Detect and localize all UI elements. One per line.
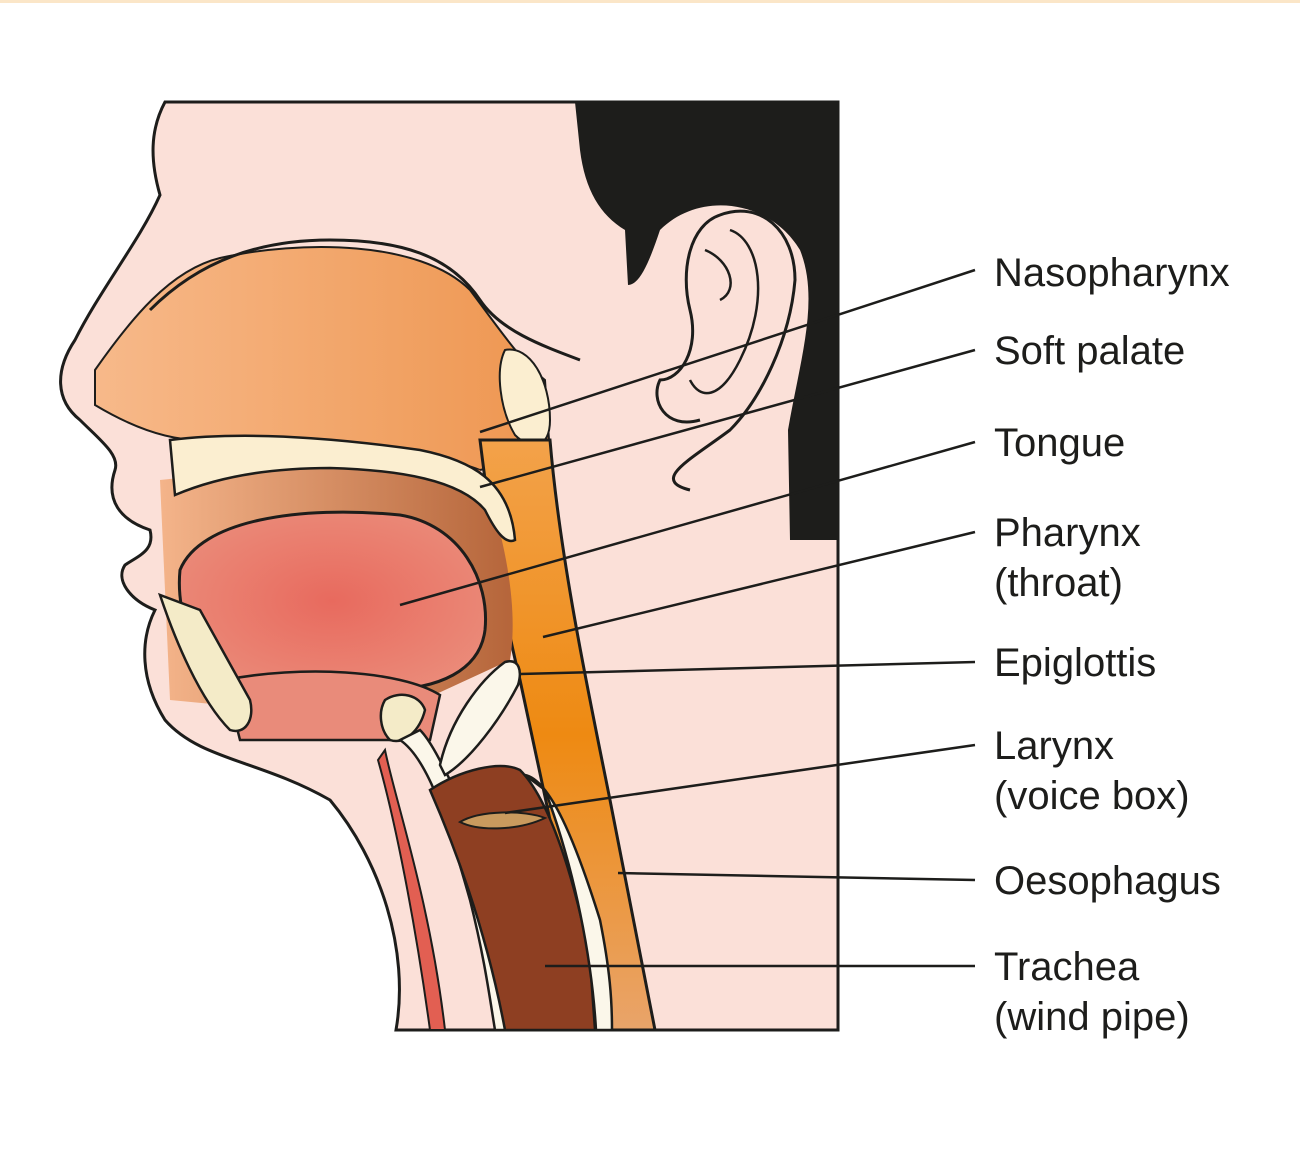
hard-palate bbox=[168, 434, 517, 543]
leader-oesophagus bbox=[617, 871, 976, 882]
label-nasopharynx: Nasopharynx bbox=[994, 251, 1230, 295]
leader-epiglottis bbox=[519, 660, 976, 676]
label-larynx: Larynx bbox=[994, 724, 1115, 768]
label-trachea-sub: (wind pipe) bbox=[994, 995, 1190, 1039]
leader-tongue bbox=[399, 440, 976, 607]
label-oesophagus: Oesophagus bbox=[994, 859, 1221, 903]
ear bbox=[655, 209, 797, 492]
nasal-bone bbox=[148, 238, 581, 362]
label-pharynx-sub: (throat) bbox=[994, 561, 1123, 605]
jaw-bone bbox=[157, 592, 253, 733]
label-epiglottis: Epiglottis bbox=[994, 641, 1157, 685]
neck-front-tissue bbox=[376, 747, 447, 1031]
label-trachea: Trachea bbox=[994, 945, 1140, 989]
leader-pharynx bbox=[542, 530, 976, 639]
label-soft-palate: Soft palate bbox=[994, 329, 1186, 373]
leader-larynx bbox=[504, 743, 976, 815]
vocal-cords bbox=[457, 811, 548, 830]
label-larynx-sub: (voice box) bbox=[994, 774, 1190, 818]
label-pharynx: Pharynx bbox=[994, 511, 1141, 555]
ear-inner bbox=[688, 228, 760, 395]
leader-lines bbox=[399, 268, 976, 968]
leader-nasopharynx bbox=[479, 268, 976, 434]
label-tongue: Tongue bbox=[994, 421, 1126, 465]
top-border bbox=[0, 0, 1300, 3]
epiglottis bbox=[438, 660, 522, 777]
leader-soft-palate bbox=[479, 348, 976, 489]
hair bbox=[575, 102, 838, 540]
